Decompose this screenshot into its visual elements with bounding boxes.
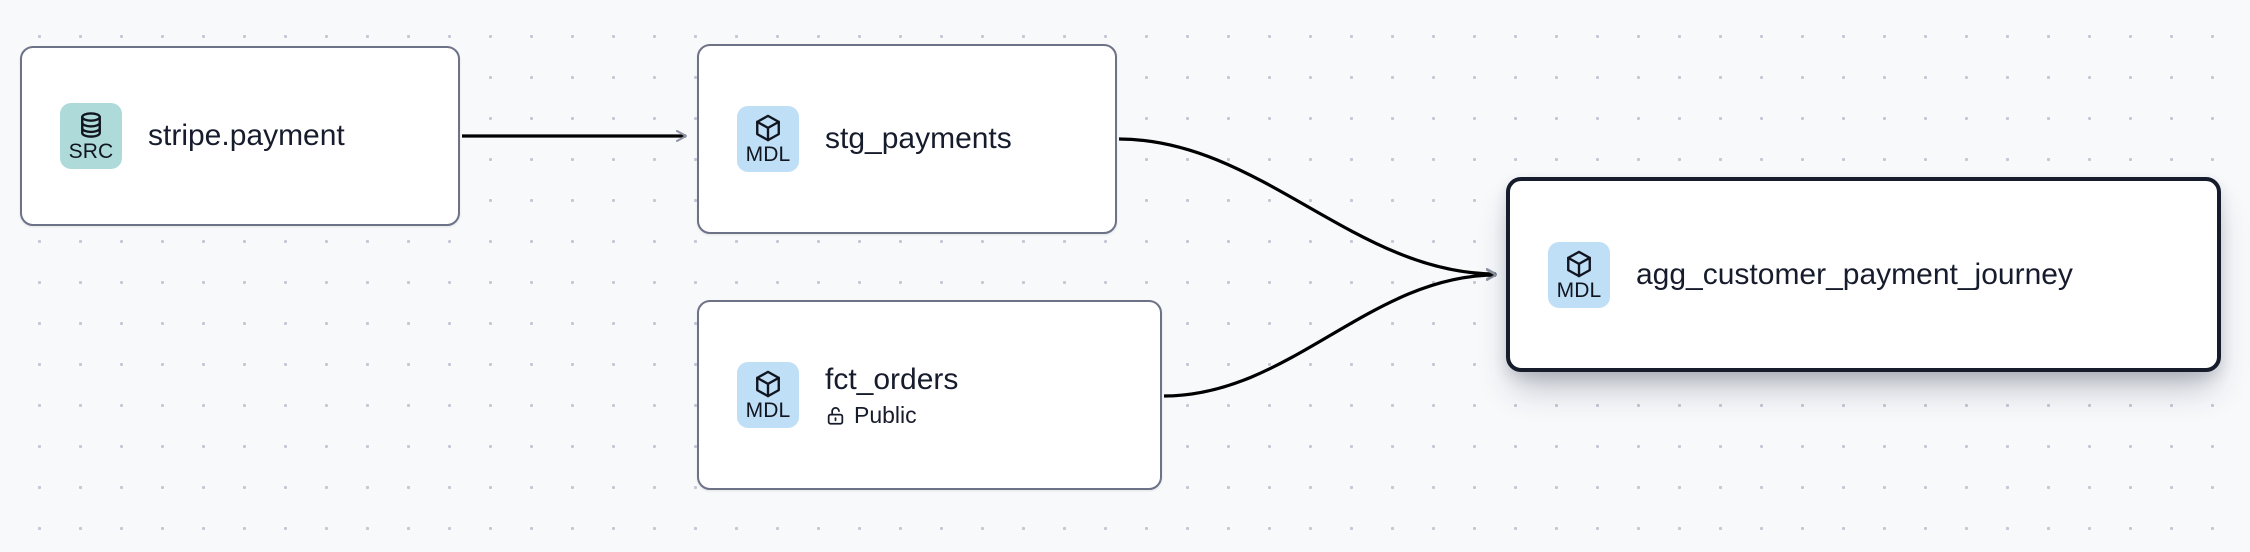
source-type-badge-label: SRC xyxy=(68,140,114,163)
model-type-badge-label: MDL xyxy=(745,399,791,422)
node-body: fct_orders Public xyxy=(825,363,958,428)
model-type-badge-label: MDL xyxy=(745,143,791,166)
model-type-badge-label: MDL xyxy=(1556,278,1602,302)
unlock-icon xyxy=(825,405,846,426)
source-type-badge: SRC xyxy=(60,103,122,169)
node-body: stripe.payment xyxy=(148,119,345,153)
node-title: stripe.payment xyxy=(148,119,345,152)
node-body: stg_payments xyxy=(825,122,1012,156)
model-type-badge: MDL xyxy=(737,362,799,428)
model-type-badge: MDL xyxy=(1548,241,1610,308)
lineage-node-fct-orders[interactable]: MDL fct_orders Public xyxy=(697,300,1162,490)
lineage-node-stripe-payment[interactable]: SRC stripe.payment xyxy=(20,46,460,226)
visibility-status: Public xyxy=(825,401,958,428)
edge-fct-orders-to-agg-journey xyxy=(1163,269,1497,398)
visibility-label: Public xyxy=(854,401,917,428)
node-title: fct_orders xyxy=(825,362,959,396)
cube-icon xyxy=(753,113,783,143)
lineage-node-agg-customer-payment-journey[interactable]: MDL agg_customer_payment_journey xyxy=(1506,177,2221,372)
cube-icon xyxy=(1564,249,1594,279)
cube-icon xyxy=(753,369,783,399)
node-title: agg_customer_payment_journey xyxy=(1636,257,2073,291)
model-type-badge: MDL xyxy=(737,106,799,172)
node-title: stg_payments xyxy=(825,122,1012,155)
edge-stg-payments-to-agg-journey xyxy=(1118,137,1497,280)
node-body: agg_customer_payment_journey xyxy=(1636,258,2073,292)
database-icon xyxy=(76,110,106,140)
lineage-node-stg-payments[interactable]: MDL stg_payments xyxy=(697,44,1117,234)
